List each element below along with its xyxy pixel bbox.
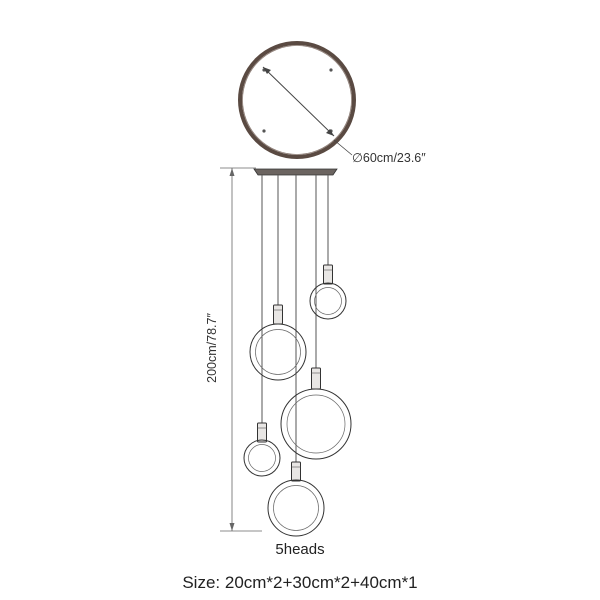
pendant-ring-40cm — [280, 367, 352, 460]
diameter-leader — [333, 139, 353, 156]
pendant-ring-20cm — [309, 264, 347, 320]
pendant-ring-20cm — [243, 422, 281, 477]
mount-dot — [329, 68, 333, 72]
canopy-side-view — [253, 168, 338, 176]
heads-count-label: 5heads — [275, 541, 325, 558]
suspension-cables — [261, 175, 329, 462]
pendant-ring-30cm — [267, 461, 325, 537]
pendant-ring-30cm — [249, 304, 307, 381]
canopy-top-view: ∅60cm/23.6″ — [238, 41, 426, 165]
diameter-label: ∅60cm/23.6″ — [352, 151, 426, 165]
height-dimension: 200cm/78.7″ — [205, 167, 262, 532]
mount-dot — [262, 129, 266, 133]
height-label: 200cm/78.7″ — [205, 313, 219, 383]
size-spec-label: Size: 20cm*2+30cm*2+40cm*1 — [182, 573, 418, 592]
diameter-line — [262, 66, 335, 137]
